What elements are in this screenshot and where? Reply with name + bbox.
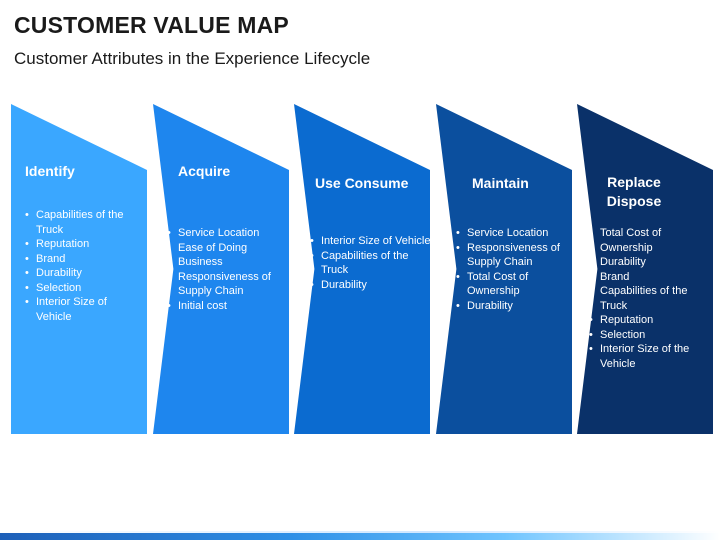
footer-accent-line: [0, 531, 720, 533]
stage-list-replace-dispose: Total Cost of Ownership Durability Brand…: [586, 226, 712, 371]
list-item: Brand: [25, 252, 136, 267]
list-item: Total Cost of Ownership: [456, 270, 579, 299]
list-item: Total Cost of Ownership: [589, 226, 712, 255]
stage-title-identify: Identify: [25, 163, 75, 179]
stage-title-acquire: Acquire: [178, 163, 231, 179]
list-item: Durability: [456, 299, 579, 314]
list-item: Capabilities of the Truck: [25, 208, 136, 237]
footer-gradient-bar: [0, 533, 720, 540]
stage-title-use-consume: Use Consume: [315, 175, 409, 191]
list-item: Interior Size of Vehicle: [310, 234, 433, 249]
list-item: Durability: [310, 278, 433, 293]
list-item: Responsiveness of Supply Chain: [456, 241, 579, 270]
list-item: Service Location: [456, 226, 579, 241]
list-item: Capabilities of the Truck: [310, 249, 433, 278]
stage-list-maintain: Service Location Responsiveness of Suppl…: [453, 226, 579, 313]
list-item: Interior Size of Vehicle: [25, 295, 136, 324]
list-item: Durability: [25, 266, 136, 281]
list-item: Reputation: [25, 237, 136, 252]
stage-title-replace-dispose: Replace Dispose: [606, 174, 662, 209]
page-title: CUSTOMER VALUE MAP: [14, 12, 289, 38]
stage-list-use-consume: Interior Size of Vehicle Capabilities of…: [307, 234, 433, 292]
list-item: Capabilities of the Truck: [589, 284, 712, 313]
list-item: Ease of Doing Business: [167, 241, 290, 270]
list-item: Selection: [25, 281, 136, 296]
stage-list-identify: Capabilities of the Truck Reputation Bra…: [22, 208, 136, 324]
list-item: Brand: [589, 270, 712, 285]
stage-title-maintain: Maintain: [472, 175, 529, 191]
list-item: Responsiveness of Supply Chain: [167, 270, 290, 299]
lifecycle-diagram: Identify Capabilities of the Truck Reput…: [0, 100, 720, 440]
list-item: Service Location: [167, 226, 290, 241]
list-item: Initial cost: [167, 299, 290, 314]
list-item: Durability: [589, 255, 712, 270]
stage-list-acquire: Service Location Ease of Doing Business …: [164, 226, 290, 313]
list-item: Reputation: [589, 313, 712, 328]
list-item: Interior Size of the Vehicle: [589, 342, 712, 371]
list-item: Selection: [589, 328, 712, 343]
page-subtitle: Customer Attributes in the Experience Li…: [14, 49, 371, 68]
